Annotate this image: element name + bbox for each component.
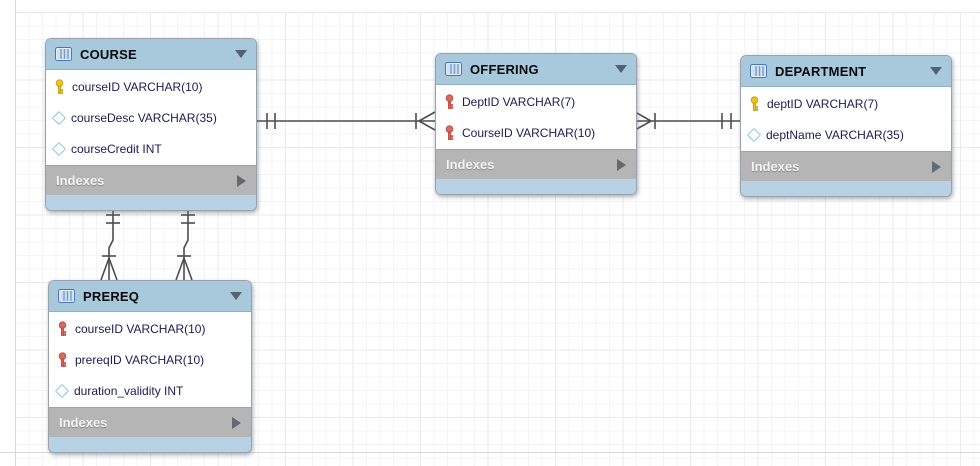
table-offering-columns: DeptID VARCHAR(7) CourseID VARCHAR(10) [436, 85, 636, 149]
indexes-label: Indexes [59, 415, 108, 430]
table-title: DEPARTMENT [775, 63, 867, 79]
table-course-header[interactable]: COURSE [46, 39, 256, 70]
relationship-course-prereq-1[interactable] [100, 205, 120, 281]
indexes-expand-icon[interactable] [617, 158, 626, 171]
column-label: DeptID VARCHAR(7) [462, 94, 576, 109]
table-course[interactable]: COURSE courseID VARCHAR(10) courseDesc V… [45, 38, 257, 211]
nullable-column-icon [51, 110, 67, 125]
table-offering[interactable]: OFFERING DeptID VARCHAR(7) [435, 53, 637, 195]
indexes-label: Indexes [56, 173, 105, 188]
column-label: courseDesc VARCHAR(35) [71, 110, 217, 125]
column-label: courseCredit INT [71, 141, 162, 156]
column-label: deptID VARCHAR(7) [767, 96, 879, 111]
primary-key-icon [750, 95, 759, 111]
indexes-expand-icon[interactable] [232, 416, 241, 429]
nullable-column-icon [51, 141, 67, 156]
table-prereq[interactable]: PREREQ courseID VARCHAR(10) [48, 280, 252, 453]
table-prereq-header[interactable]: PREREQ [49, 281, 251, 312]
nullable-column-icon [54, 383, 70, 398]
table-footer-strip [46, 195, 256, 210]
table-department-columns: deptID VARCHAR(7) deptName VARCHAR(35) [741, 87, 951, 151]
primary-key-icon [55, 78, 64, 94]
foreign-key-icon [445, 124, 454, 140]
table-title: COURSE [80, 46, 137, 62]
page-bottom-edge [0, 452, 980, 453]
table-title: PREREQ [83, 288, 140, 304]
indexes-label: Indexes [446, 157, 495, 172]
column-row[interactable]: DeptID VARCHAR(7) [436, 86, 636, 117]
table-offering-header[interactable]: OFFERING [436, 54, 636, 85]
collapse-triangle-icon[interactable] [235, 50, 247, 58]
table-prereq-columns: courseID VARCHAR(10) prereqID VARCHAR(10… [49, 312, 251, 407]
column-label: courseID VARCHAR(10) [75, 321, 206, 336]
column-label: deptName VARCHAR(35) [766, 127, 904, 142]
relationship-course-offering[interactable] [255, 111, 436, 131]
relationship-department-offering[interactable] [634, 111, 740, 131]
column-label: CourseID VARCHAR(10) [462, 125, 596, 140]
indexes-bar[interactable]: Indexes [741, 151, 951, 181]
foreign-key-icon [58, 351, 67, 367]
table-footer-strip [49, 437, 251, 452]
table-title: OFFERING [470, 61, 539, 77]
column-row[interactable]: deptID VARCHAR(7) [741, 88, 951, 119]
indexes-label: Indexes [751, 159, 800, 174]
indexes-bar[interactable]: Indexes [46, 165, 256, 195]
indexes-expand-icon[interactable] [932, 160, 941, 173]
page-left-edge [15, 0, 16, 466]
table-department-header[interactable]: DEPARTMENT [741, 56, 951, 87]
column-row[interactable]: deptName VARCHAR(35) [741, 119, 951, 150]
relationship-course-prereq-2[interactable] [175, 205, 195, 281]
column-label: prereqID VARCHAR(10) [75, 352, 205, 367]
indexes-expand-icon[interactable] [237, 174, 246, 187]
indexes-bar[interactable]: Indexes [49, 407, 251, 437]
table-icon [55, 47, 72, 61]
column-row[interactable]: courseID VARCHAR(10) [49, 313, 251, 344]
collapse-triangle-icon[interactable] [930, 67, 942, 75]
table-footer-strip [436, 179, 636, 194]
foreign-key-icon [445, 93, 454, 109]
column-label: courseID VARCHAR(10) [72, 79, 203, 94]
table-footer-strip [741, 181, 951, 196]
table-icon [750, 64, 767, 78]
table-icon [58, 289, 75, 303]
table-icon [445, 62, 462, 76]
column-row[interactable]: duration_validity INT [49, 375, 251, 406]
column-row[interactable]: courseID VARCHAR(10) [46, 71, 256, 102]
column-label: duration_validity INT [74, 383, 184, 398]
collapse-triangle-icon[interactable] [230, 292, 242, 300]
foreign-key-icon [58, 320, 67, 336]
column-row[interactable]: prereqID VARCHAR(10) [49, 344, 251, 375]
table-course-columns: courseID VARCHAR(10) courseDesc VARCHAR(… [46, 70, 256, 165]
collapse-triangle-icon[interactable] [615, 65, 627, 73]
column-row[interactable]: courseDesc VARCHAR(35) [46, 102, 256, 133]
nullable-column-icon [746, 127, 762, 142]
column-row[interactable]: courseCredit INT [46, 133, 256, 164]
column-row[interactable]: CourseID VARCHAR(10) [436, 117, 636, 148]
indexes-bar[interactable]: Indexes [436, 149, 636, 179]
table-department[interactable]: DEPARTMENT deptID VARCHAR(7) deptName VA… [740, 55, 952, 197]
